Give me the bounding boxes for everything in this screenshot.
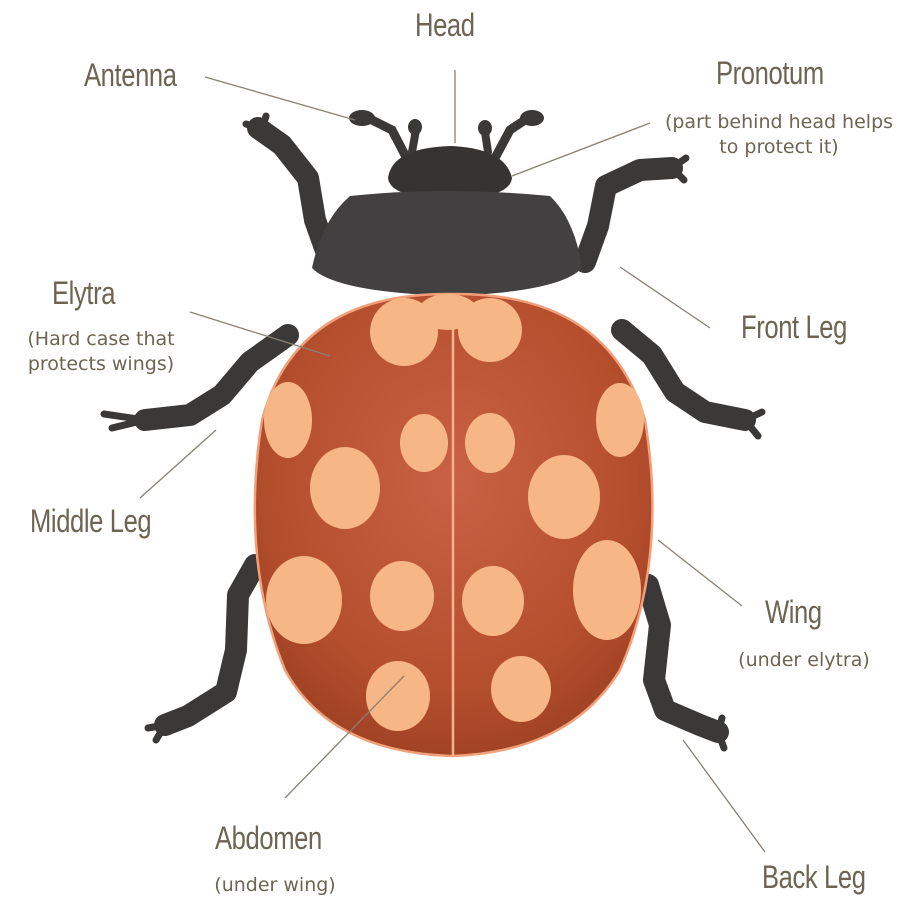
back-right-leg: [648, 585, 718, 732]
pronotum-note: (part behind head helps to protect it): [644, 110, 914, 159]
back-leg-label: Back Leg: [762, 861, 866, 893]
elytra-note: (Hard case that protects wings): [8, 327, 194, 376]
pronotum-label: Pronotum: [716, 57, 824, 89]
elytra-note-line-2: protects wings): [8, 352, 194, 377]
middle-leg-label: Middle Leg: [30, 505, 151, 537]
middle-leg-leader: [140, 430, 216, 498]
antenna-label: Antenna: [84, 59, 177, 91]
abdomen-note: (under wing): [190, 873, 360, 898]
front-right-leg: [585, 168, 672, 262]
antenna-leader: [205, 77, 355, 120]
pronotum-note-line-2: to protect it): [644, 135, 914, 160]
abdomen-label: Abdomen: [215, 822, 322, 854]
elytra-label: Elytra: [52, 277, 115, 309]
elytra-note-line-1: (Hard case that: [8, 327, 194, 352]
head-label: Head: [415, 9, 475, 41]
front-left-leg: [258, 128, 330, 262]
front-leg-leader: [620, 267, 710, 328]
wing-note: (under elytra): [714, 648, 894, 673]
front-leg-label: Front Leg: [741, 311, 847, 343]
back-leg-leader: [683, 740, 765, 852]
pronotum-note-line-1: (part behind head helps: [644, 110, 914, 135]
pronotum-shape: [312, 191, 582, 296]
back-left-leg: [165, 565, 255, 725]
wing-leader: [658, 540, 742, 606]
wing-label: Wing: [765, 596, 822, 628]
